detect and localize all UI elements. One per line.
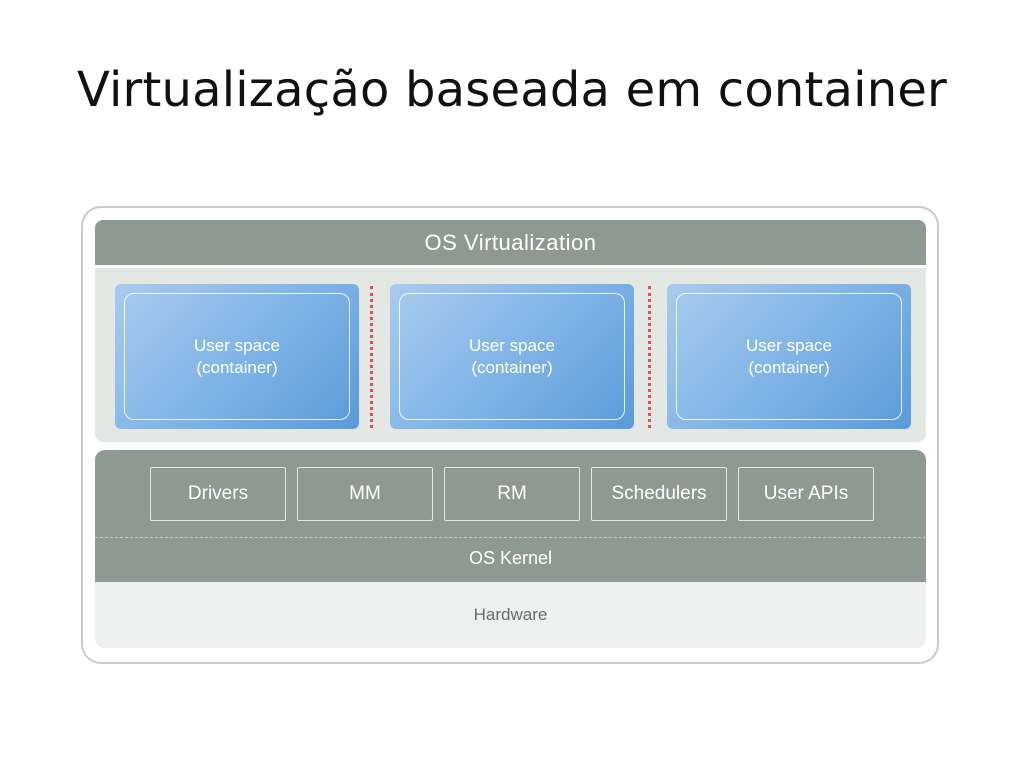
user-space-container-1: User space (container) (115, 284, 359, 429)
container-inner-2: User space (container) (399, 293, 625, 420)
container-label-line2: (container) (748, 357, 830, 377)
kernel-module-rm: RM (444, 467, 580, 521)
container-label-line1: User space (746, 335, 832, 355)
container-separator-1 (370, 286, 373, 428)
container-label-line2: (container) (196, 357, 278, 377)
os-kernel-label: OS Kernel (468, 548, 553, 568)
container-label-line1: User space (194, 335, 280, 355)
kernel-module-schedulers: Schedulers (591, 467, 727, 521)
os-virtualization-band: OS Virtualization (95, 220, 926, 265)
user-space-container-2: User space (container) (390, 284, 634, 429)
slide-title: Virtualização baseada em container (77, 62, 947, 118)
container-label-line2: (container) (471, 357, 553, 377)
hardware-layer: Hardware (95, 582, 926, 648)
kernel-module-user-apis: User APIs (738, 467, 874, 521)
container-virtualization-diagram: OS Virtualization User space (container)… (81, 206, 939, 664)
container-inner-1: User space (container) (124, 293, 350, 420)
user-space-area: User space (container) User space (conta… (95, 268, 926, 442)
os-kernel-area: Drivers MM RM Schedulers User APIs OS Ke… (95, 450, 926, 582)
kernel-module-mm: MM (297, 467, 433, 521)
kernel-dashed-divider (95, 537, 926, 538)
container-separator-2 (648, 286, 651, 428)
container-inner-3: User space (container) (676, 293, 902, 420)
kernel-module-drivers: Drivers (150, 467, 286, 521)
container-label-line1: User space (469, 335, 555, 355)
user-space-container-3: User space (container) (667, 284, 911, 429)
